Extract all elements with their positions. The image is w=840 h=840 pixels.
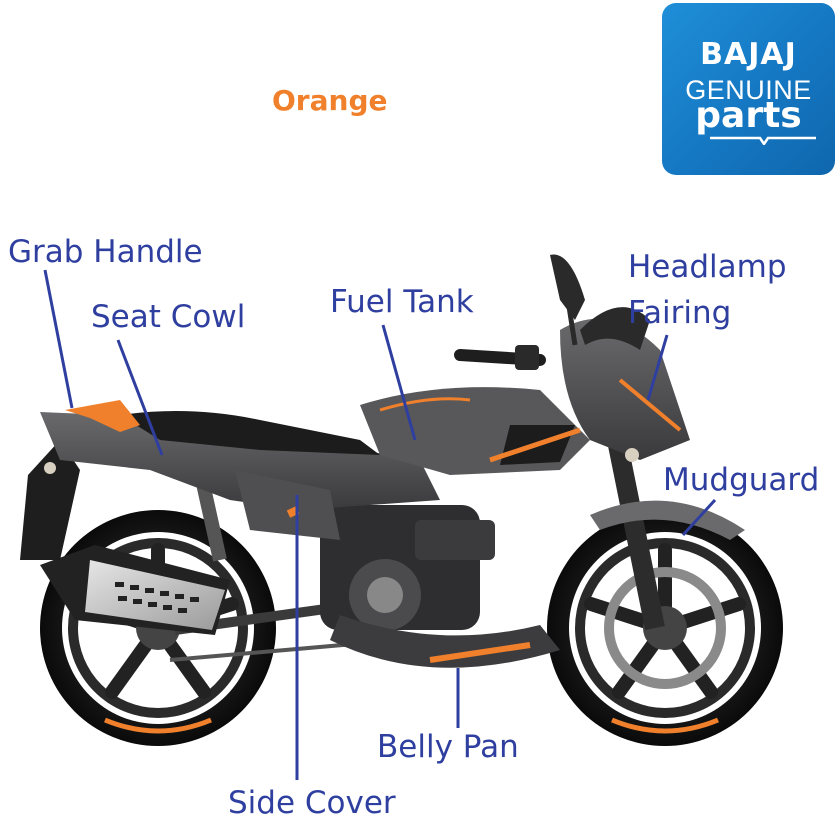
bajaj-genuine-parts-logo: BAJAJ GENUINE parts: [662, 3, 835, 175]
callout-headlamp-fairing: Headlamp Fairing: [628, 249, 787, 331]
exhaust-muffler: [40, 545, 230, 635]
callout-grab-handle: Grab Handle: [8, 234, 203, 270]
front-wheel: [547, 510, 783, 746]
callout-headlamp-line2: Fairing: [628, 294, 732, 331]
callout-seat-cowl: Seat Cowl: [91, 299, 246, 335]
callout-headlamp-line1: Headlamp: [628, 249, 787, 285]
leader-lines: [43, 269, 717, 780]
callout-fuel-tank: Fuel Tank: [330, 284, 474, 320]
color-variant-label: Orange: [272, 84, 388, 117]
logo-line-genuine: GENUINE: [685, 75, 812, 105]
logo-line-parts: parts: [695, 95, 802, 136]
engine: [320, 505, 495, 631]
logo-line-brand: BAJAJ: [700, 37, 797, 72]
callout-mudguard: Mudguard: [663, 462, 820, 498]
callout-side-cover: Side Cover: [228, 785, 396, 821]
callout-belly-pan: Belly Pan: [377, 729, 519, 765]
logo-underline-icon: [710, 136, 816, 145]
